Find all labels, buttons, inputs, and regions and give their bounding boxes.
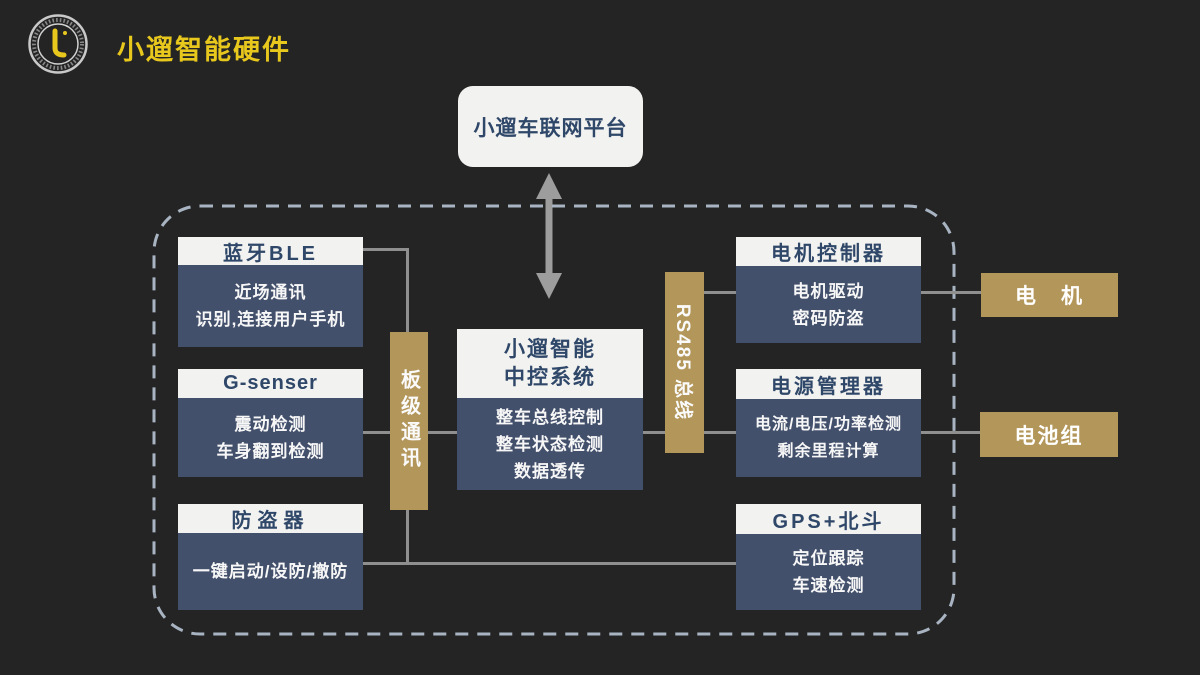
module-line: 整车总线控制 [496,407,604,427]
module-power-manager: 电源管理器 电流/电压/功率检测 剩余里程计算 [736,369,921,477]
module-line: 密码防盗 [792,308,865,328]
module-central-control-body: 整车总线控制 整车状态检测 数据透传 [457,398,643,490]
output-motor-label: 电 机 [1015,285,1084,308]
module-line: 电流/电压/功率检测 [755,416,902,433]
module-gsensor-title: G-senser [178,369,363,398]
module-gps-beidou-body: 定位跟踪 车速检测 [736,534,921,610]
module-line: 震动检测 [234,414,307,434]
central-control-title-line2: 中控系统 [504,365,596,389]
connector-rs485-to-motorctrl [701,291,737,294]
module-line: 车速检测 [792,576,865,595]
board-level-bus: 板级通讯 [390,332,428,510]
module-gps-beidou: GPS+北斗 定位跟踪 车速检测 [736,504,921,610]
module-gps-beidou-title: GPS+北斗 [736,504,921,534]
connector-ble-down [406,248,409,336]
module-gsensor: G-senser 震动检测 车身翻到检测 [178,369,363,477]
limo-logo-badge-icon [28,14,88,74]
module-antitheft: 防盗器 一键启动/设防/撤防 [178,504,363,610]
dashed-boundary [152,204,956,636]
module-bluetooth-ble: 蓝牙BLE 近场通讯 识别,连接用户手机 [178,237,363,347]
module-bluetooth-ble-body: 近场通讯 识别,连接用户手机 [178,265,363,347]
module-motor-controller: 电机控制器 电机驱动 密码防盗 [736,237,921,343]
cloud-platform-box: 小遛车联网平台 [458,86,643,167]
module-line: 一键启动/设防/撤防 [192,562,349,581]
output-battery: 电池组 [980,412,1118,457]
module-antitheft-title: 防盗器 [178,504,363,533]
module-line: 电机驱动 [792,281,865,301]
output-motor: 电 机 [981,273,1118,317]
module-power-manager-title: 电源管理器 [736,369,921,399]
module-motor-controller-title: 电机控制器 [736,237,921,266]
output-battery-label: 电池组 [1014,424,1084,448]
module-line: 数据透传 [514,461,586,481]
module-antitheft-body: 一键启动/设防/撤防 [178,533,363,610]
module-bluetooth-ble-title: 蓝牙BLE [178,237,363,265]
module-line: 定位跟踪 [792,549,865,568]
module-gsensor-body: 震动检测 车身翻到检测 [178,398,363,477]
rs485-bus: RS485 总线 [665,272,704,453]
central-control-title-line1: 小遛智能 [504,337,596,361]
module-motor-controller-body: 电机驱动 密码防盗 [736,266,921,343]
module-central-control-title: 小遛智能 中控系统 [457,329,643,398]
connector-motorctrl-to-motor [920,291,982,294]
module-line: 识别,连接用户手机 [195,310,346,329]
double-arrow-icon [536,173,562,299]
connector-alarm-to-gps [362,562,736,565]
connector-power-to-battery [921,431,981,434]
module-central-control: 小遛智能 中控系统 整车总线控制 整车状态检测 数据透传 [457,329,643,490]
page-title: 小遛智能硬件 [117,35,291,65]
cloud-platform-label: 小遛车联网平台 [473,116,628,140]
connector-ble-to-bus [362,248,409,251]
module-line: 车身翻到检测 [216,441,325,461]
board-level-bus-label: 板级通讯 [397,369,420,473]
connector-bus-down [406,508,409,565]
module-line: 整车状态检测 [496,434,604,454]
module-line: 剩余里程计算 [777,443,880,460]
rs485-bus-label: RS485 总线 [672,303,693,422]
module-line: 近场通讯 [234,283,307,302]
module-power-manager-body: 电流/电压/功率检测 剩余里程计算 [736,399,921,477]
